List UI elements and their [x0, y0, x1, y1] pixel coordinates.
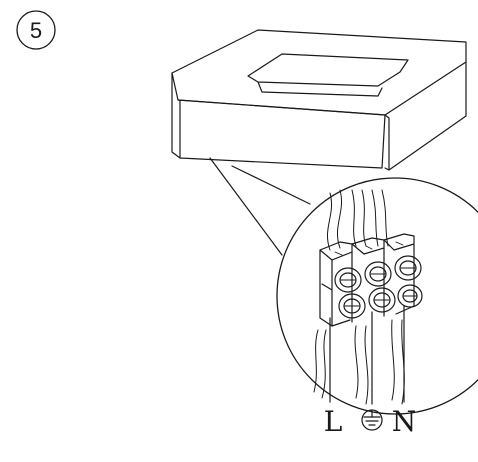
magnifier-leader	[209, 157, 311, 256]
label-live: L	[324, 405, 343, 438]
step-number-badge	[16, 10, 56, 50]
screw-terminals-lower	[338, 284, 423, 319]
wire-bundle	[313, 189, 405, 405]
protective-earth-icon	[361, 409, 383, 431]
step-number: 5	[30, 18, 42, 43]
ferrite-core	[171, 29, 467, 171]
label-neutral: N	[392, 405, 417, 438]
screw-terminals-upper	[334, 255, 422, 293]
magnifier-circle	[276, 177, 478, 415]
label-leaders	[329, 305, 405, 405]
